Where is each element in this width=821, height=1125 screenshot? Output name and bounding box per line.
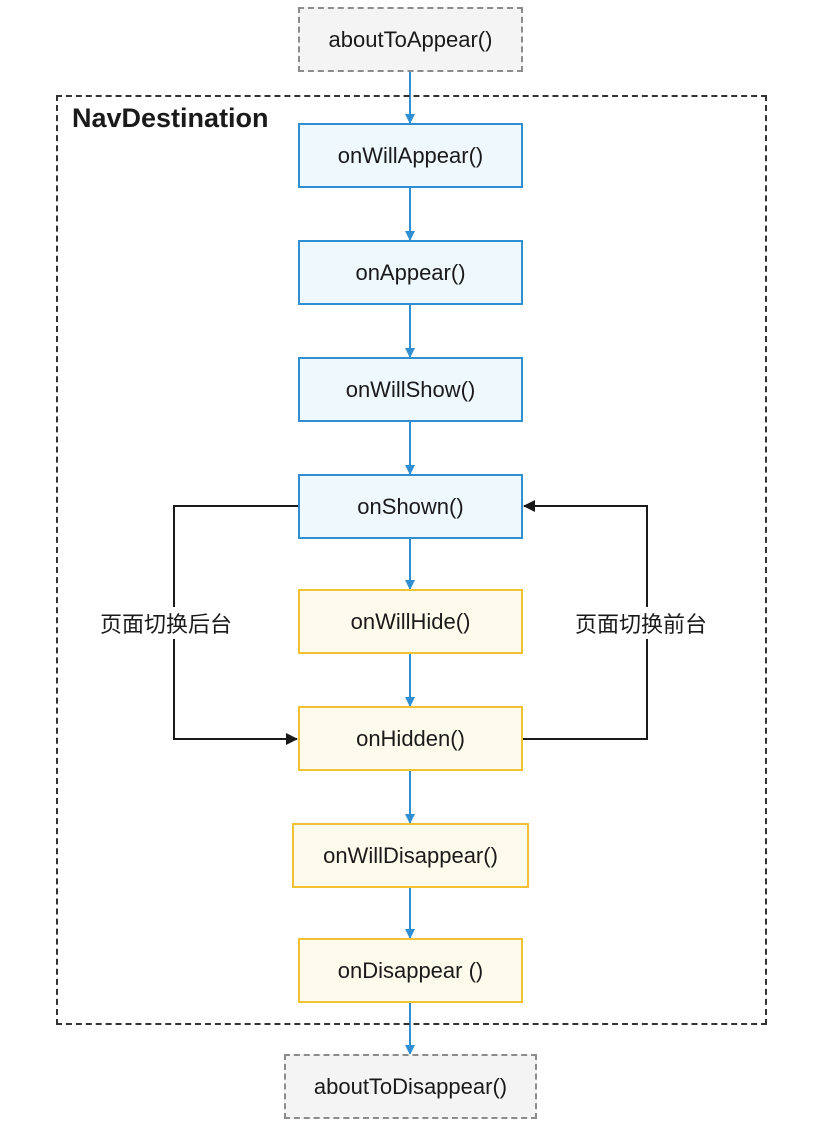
on-will-disappear-node: onWillDisappear() <box>292 823 529 888</box>
on-will-hide-node: onWillHide() <box>298 589 523 654</box>
on-disappear-node: onDisappear () <box>298 938 523 1003</box>
about-to-disappear-node: aboutToDisappear() <box>284 1054 537 1119</box>
to-background-label: 页面切换后台 <box>100 607 233 639</box>
container-title: NavDestination <box>72 103 269 133</box>
navdestination-container <box>56 95 767 1025</box>
on-hidden-node: onHidden() <box>298 706 523 771</box>
about-to-appear-node: aboutToAppear() <box>298 7 523 72</box>
on-will-show-node: onWillShow() <box>298 357 523 422</box>
on-will-appear-node: onWillAppear() <box>298 123 523 188</box>
to-foreground-label: 页面切换前台 <box>575 607 708 639</box>
on-appear-node: onAppear() <box>298 240 523 305</box>
on-shown-node: onShown() <box>298 474 523 539</box>
